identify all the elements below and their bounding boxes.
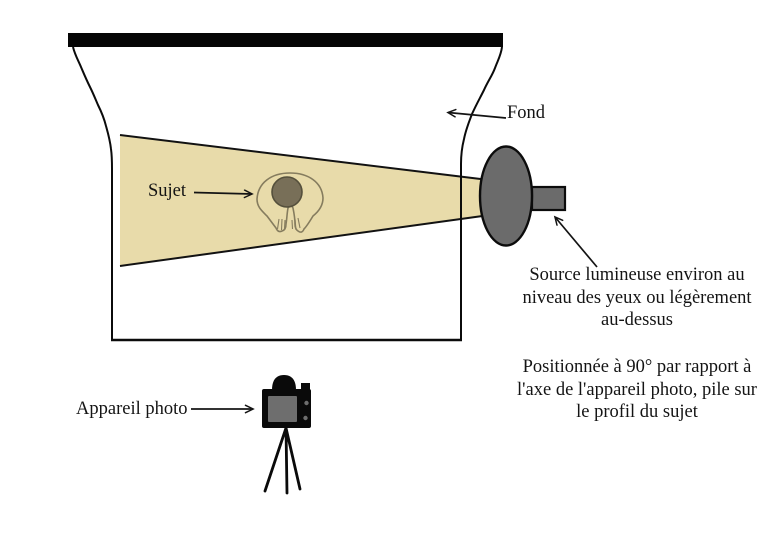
position-annotation-line2: l'axe de l'appareil photo, pile sur	[517, 379, 757, 400]
fond-arrow	[446, 108, 507, 119]
camera-lens-dome	[272, 375, 296, 390]
sujet-label: Sujet	[148, 181, 187, 201]
backdrop-bar	[68, 33, 503, 47]
light-source-handle	[530, 185, 567, 212]
position-annotation-line3: le profil du sujet	[576, 402, 698, 422]
position-annotation: Positionnée à 90° par rapport à l'axe de…	[497, 356, 768, 424]
light-cone-bottom-edge	[119, 213, 498, 267]
appareil-photo-label: Appareil photo	[76, 399, 188, 419]
sujet-arrow	[193, 189, 254, 199]
source-lumineuse-annotation: Source lumineuse environ au niveau des y…	[497, 264, 768, 332]
camera-icon	[262, 375, 311, 495]
subject-fingers	[276, 217, 301, 231]
light-cone-top-edge	[119, 134, 498, 182]
backdrop-right-edge	[460, 46, 503, 340]
source-annotation-line1: Source lumineuse environ au	[529, 265, 745, 285]
fond-label: Fond	[507, 103, 546, 123]
subject-top-view-icon	[256, 172, 324, 233]
light-source-reflector	[478, 145, 534, 247]
camera-dial-top	[304, 400, 309, 406]
source-lumineuse-arrow	[553, 215, 598, 268]
camera-tripod	[263, 426, 302, 495]
source-annotation-line3: au-dessus	[601, 310, 673, 330]
camera-viewfinder	[301, 383, 310, 390]
subject-head	[271, 176, 303, 208]
source-annotation-line2: niveau des yeux ou légèrement	[522, 287, 752, 308]
backdrop-left-edge	[72, 46, 113, 340]
light-source-icon	[478, 145, 567, 247]
camera-screen	[268, 396, 297, 422]
camera-dial-bottom	[303, 415, 308, 421]
position-annotation-line1: Positionnée à 90° par rapport à	[522, 357, 752, 377]
